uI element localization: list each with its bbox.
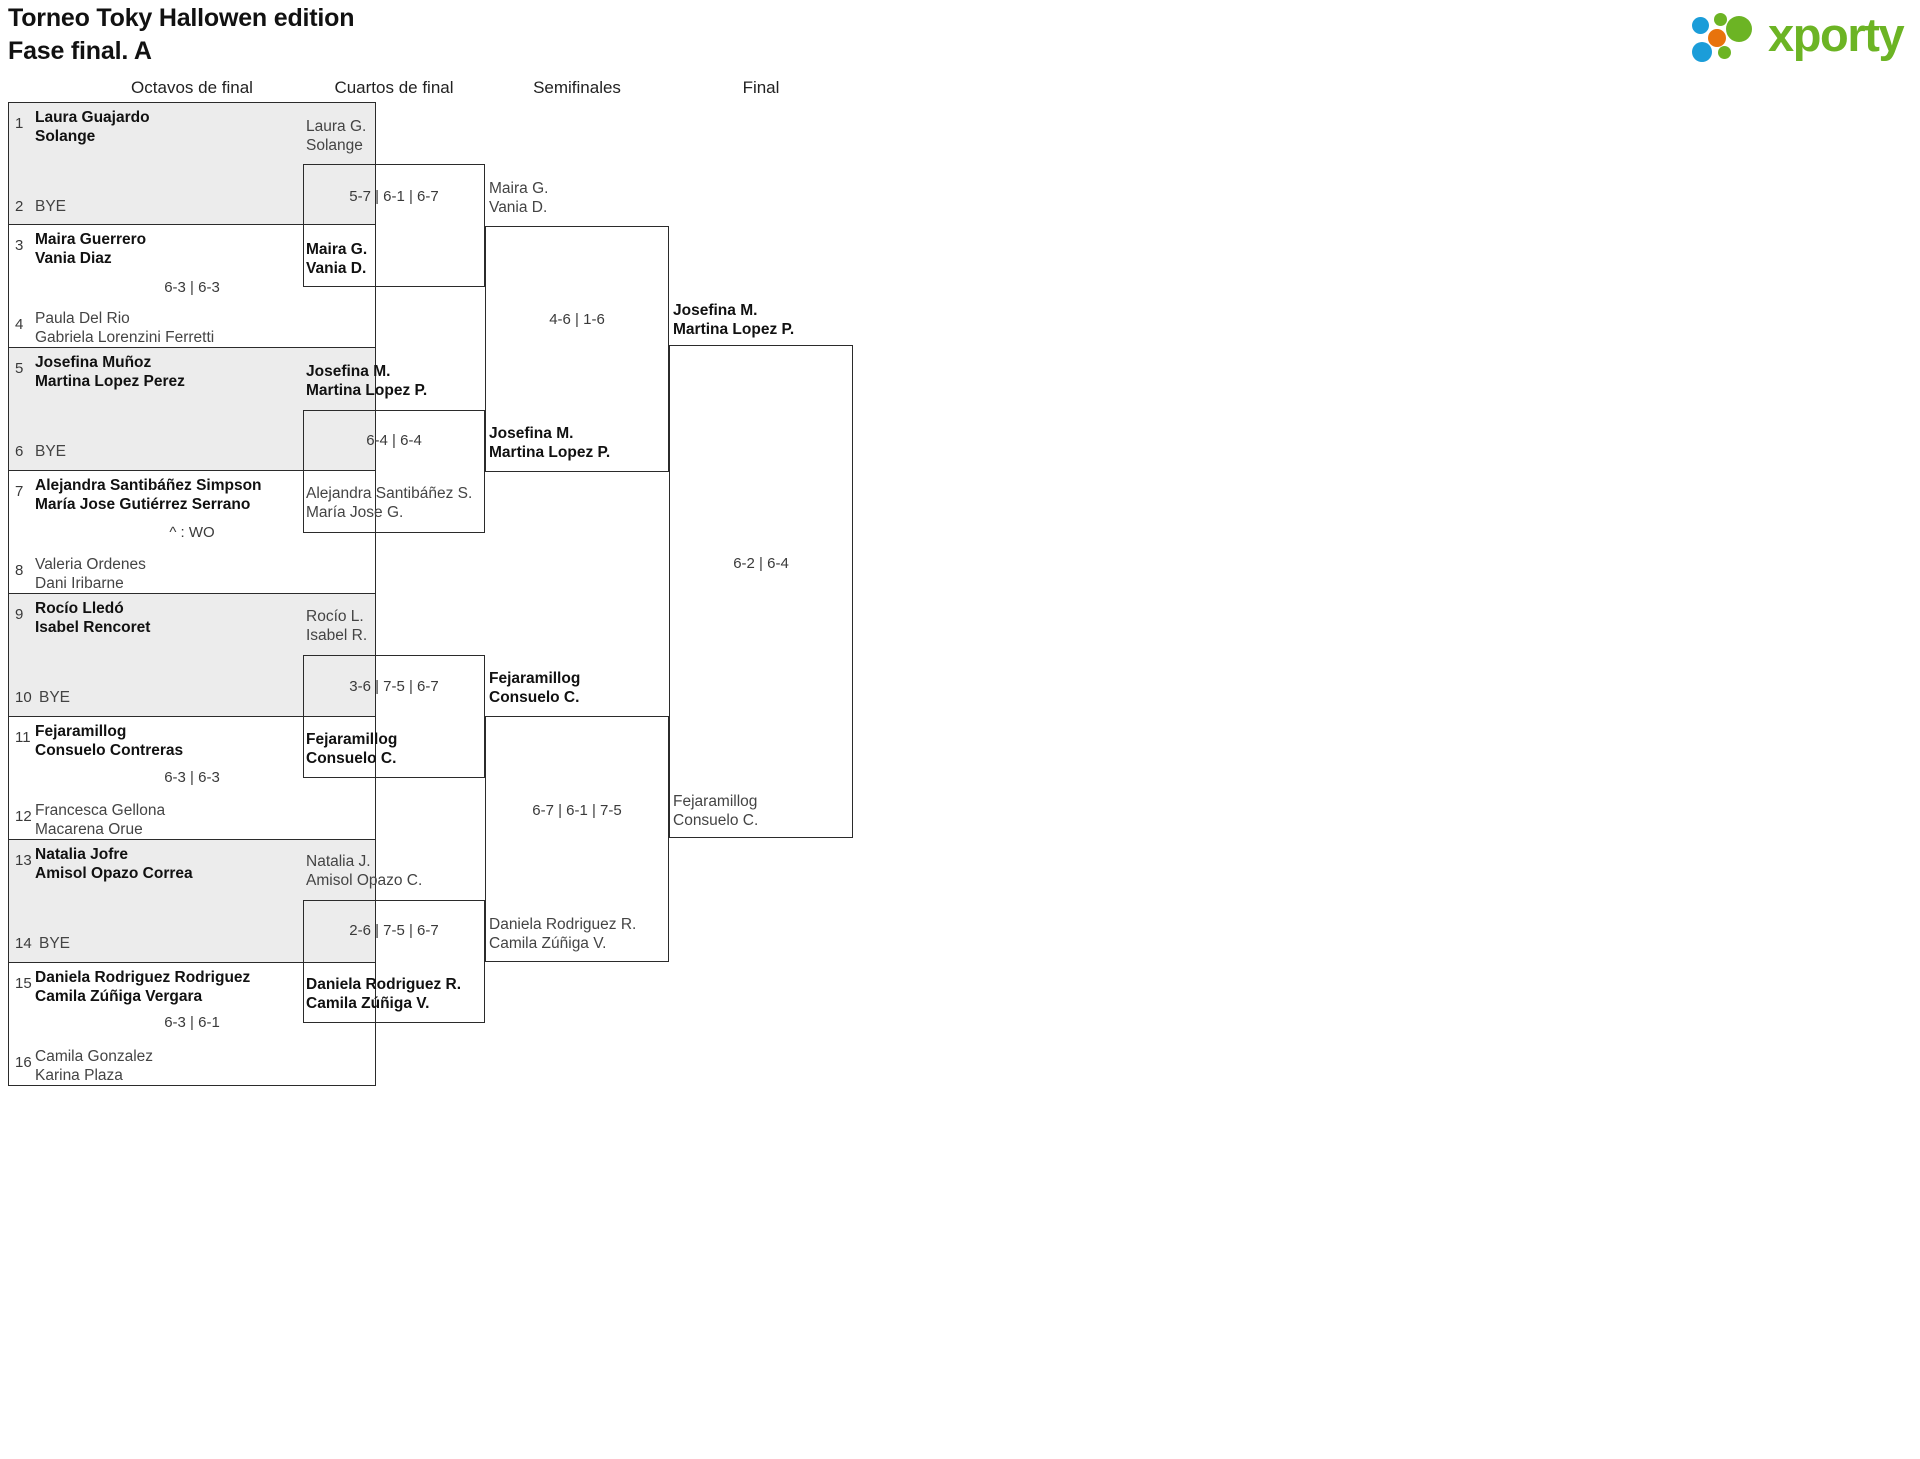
team-name: Paula Del Rio Gabriela Lorenzini Ferrett… [35, 310, 215, 346]
seed-number: 8 [15, 562, 24, 579]
seed-number: 12 [15, 808, 32, 825]
match-score: 3-6 | 7-5 | 6-7 [349, 678, 439, 695]
r2-team-name: Josefina M. Martina Lopez P. [306, 363, 428, 399]
r1-match-cell[interactable]: 1 Laura Guajardo Solange 2 BYE [8, 102, 376, 225]
r3-team-name: Josefina M. Martina Lopez P. [489, 425, 611, 461]
r3-team-name: Daniela Rodriguez R. Camila Zúñiga V. [489, 916, 637, 952]
round-header-final: Final [742, 78, 780, 97]
logo-wordmark: xporty [1768, 8, 1905, 61]
seed-number: 15 [15, 975, 32, 992]
bye-label: BYE [39, 689, 71, 706]
seed-number: 5 [15, 360, 24, 377]
r2-team-name: Natalia J. Amisol Opazo C. [306, 853, 423, 889]
r2-team-name: Alejandra Santibáñez S. María Jose G. [306, 485, 473, 521]
team-name: Alejandra Santibáñez Simpson María Jose … [35, 477, 262, 513]
team-name: Natalia Jofre Amisol Opazo Correa [35, 846, 193, 882]
seed-number: 9 [15, 606, 24, 623]
round-header-semifinales: Semifinales [533, 78, 621, 97]
r1-match-cell[interactable]: 3 Maira Guerrero Vania Diaz 4 Paula Del … [8, 225, 376, 348]
r2-team-name: Maira G. Vania D. [306, 241, 368, 277]
team-name: Daniela Rodriguez Rodriguez Camila Zúñig… [35, 969, 251, 1005]
r2-team-name: Laura G. Solange [306, 118, 367, 154]
r3-match-box[interactable] [485, 226, 669, 472]
bye-label: BYE [35, 443, 67, 460]
xporty-logo[interactable]: xporty [1692, 8, 1912, 64]
match-score: 6-7 | 6-1 | 7-5 [532, 802, 622, 819]
match-score: 5-7 | 6-1 | 6-7 [349, 188, 439, 205]
team-name: Maira Guerrero Vania Diaz [35, 231, 147, 267]
match-score: 6-4 | 6-4 [366, 432, 422, 449]
match-score: 6-3 | 6-3 [164, 279, 220, 296]
team-name: Rocío Lledó Isabel Rencoret [35, 600, 151, 636]
r4-team-name: Fejaramillog Consuelo C. [673, 793, 759, 829]
match-score: ^ : WO [169, 524, 215, 541]
r2-team-name: Fejaramillog Consuelo C. [306, 731, 398, 767]
team-name: Valeria Ordenes Dani Iribarne [35, 556, 146, 592]
r2-team-name: Daniela Rodriguez R. Camila Zúñiga V. [306, 976, 462, 1012]
page-title: Torneo Toky Hallowen edition Fase final.… [8, 2, 354, 68]
seed-number: 13 [15, 852, 32, 869]
round-header-octavos: Octavos de final [131, 78, 253, 97]
r4-match-box[interactable] [669, 345, 853, 838]
match-score: 6-3 | 6-3 [164, 769, 220, 786]
r2-team-name: Rocío L. Isabel R. [306, 608, 368, 644]
r2-match-box[interactable] [303, 164, 485, 287]
round-header-cuartos: Cuartos de final [334, 78, 454, 97]
r1-match-cell[interactable]: 5 Josefina Muñoz Martina Lopez Perez 6 B… [8, 348, 376, 471]
seed-number: 10 [15, 689, 32, 706]
r1-match-cell[interactable]: 11 Fejaramillog Consuelo Contreras 12 Fr… [8, 717, 376, 840]
r4-team-name: Josefina M. Martina Lopez P. [673, 302, 795, 338]
r1-match-cell[interactable]: 15 Daniela Rodriguez Rodriguez Camila Zú… [8, 963, 376, 1086]
team-name: Laura Guajardo Solange [35, 109, 150, 145]
team-name: Josefina Muñoz Martina Lopez Perez [35, 354, 185, 390]
seed-number: 2 [15, 198, 24, 215]
r2-match-box[interactable] [303, 655, 485, 778]
seed-number: 14 [15, 935, 32, 952]
r1-match-cell[interactable]: 13 Natalia Jofre Amisol Opazo Correa 14 … [8, 840, 376, 963]
team-name: Fejaramillog Consuelo Contreras [35, 723, 184, 759]
seed-number: 11 [15, 729, 31, 746]
seed-number: 1 [15, 115, 24, 132]
bye-label: BYE [39, 935, 71, 952]
seed-number: 3 [15, 237, 24, 254]
r3-match-box[interactable] [485, 716, 669, 962]
seed-number: 16 [15, 1054, 32, 1071]
match-score: 2-6 | 7-5 | 6-7 [349, 922, 439, 939]
tournament-phase: Fase final. A [8, 37, 152, 65]
r3-team-name: Maira G. Vania D. [489, 180, 549, 216]
seed-number: 6 [15, 443, 24, 460]
logo-dots-icon [1692, 12, 1764, 62]
seed-number: 4 [15, 316, 24, 333]
team-name: Francesca Gellona Macarena Orue [35, 802, 166, 838]
match-score: 6-3 | 6-1 [164, 1014, 220, 1031]
bye-label: BYE [35, 198, 67, 215]
r2-match-box[interactable] [303, 900, 485, 1023]
match-score: 4-6 | 1-6 [549, 311, 605, 328]
r2-match-box[interactable] [303, 410, 485, 533]
team-name: Camila Gonzalez Karina Plaza [35, 1048, 154, 1084]
match-score: 6-2 | 6-4 [733, 555, 789, 572]
tournament-title: Torneo Toky Hallowen edition [8, 4, 355, 32]
r3-team-name: Fejaramillog Consuelo C. [489, 670, 581, 706]
seed-number: 7 [15, 483, 24, 500]
